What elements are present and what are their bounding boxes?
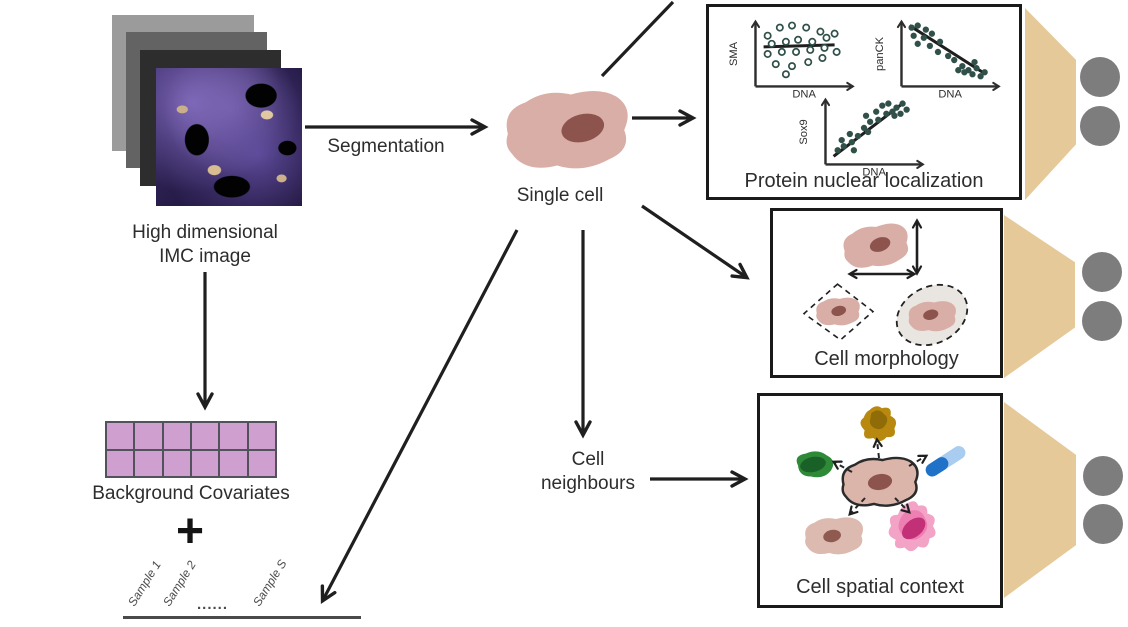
morphology-cell-ellipse-fit xyxy=(895,283,969,347)
imc-stack-label: High dimensional IMC image xyxy=(75,221,335,270)
morphology-cell-bracket xyxy=(802,283,875,341)
single-cell-label: Single cell xyxy=(516,185,604,206)
covariate-cell xyxy=(106,449,135,477)
covariate-cell xyxy=(219,422,248,450)
blue-cell-icon xyxy=(925,446,966,477)
sample-label-s: Sample S xyxy=(250,557,290,609)
scatter-dots xyxy=(908,22,988,80)
imc-microscopy-image xyxy=(156,68,302,206)
feature-node xyxy=(1082,301,1122,341)
scatter-ylabel: Sox9 xyxy=(798,119,810,144)
covariate-cell xyxy=(247,449,276,477)
cell-morphology-box: Cell morphology xyxy=(770,208,1003,378)
scatter-xlabel: DNA xyxy=(938,89,962,99)
gold-cell-icon xyxy=(860,406,897,442)
feature-node xyxy=(1082,252,1122,292)
arrow-cell-to-top xyxy=(600,0,675,78)
sample-label-1: Sample 1 xyxy=(125,558,164,609)
covariate-cell xyxy=(134,449,163,477)
covariates-grid xyxy=(105,421,277,478)
center-cell-icon xyxy=(841,456,919,507)
green-cell-icon xyxy=(796,451,834,478)
scatter-xlabel: DNA xyxy=(862,167,886,177)
funnel-morphology xyxy=(1004,215,1075,378)
segmentation-label: Segmentation xyxy=(327,136,445,157)
trend-line-negative xyxy=(908,24,984,74)
scatter-panck-dna: panCK DNA xyxy=(874,19,1001,99)
scatter-sma-dna: SMA DNA xyxy=(728,19,855,99)
imc-stack-label-line1: High dimensional xyxy=(132,222,278,243)
feature-node xyxy=(1080,57,1120,97)
spatial-box-title: Cell spatial context xyxy=(796,576,964,598)
covariate-cell xyxy=(162,422,191,450)
cell-neighbours-line2: neighbours xyxy=(540,473,636,495)
scatter-ylabel: panCK xyxy=(874,36,886,71)
pink-cell-icon xyxy=(888,501,936,552)
arrow-cell-to-samples xyxy=(320,229,519,605)
covariate-cell xyxy=(219,449,248,477)
covariate-cell xyxy=(134,422,163,450)
scatter-xlabel: DNA xyxy=(792,89,816,99)
feature-node xyxy=(1083,504,1123,544)
funnel-protein xyxy=(1025,8,1076,200)
scatter-dots xyxy=(763,21,841,79)
protein-box-title: Protein nuclear localization xyxy=(744,170,984,192)
scatter-ylabel: SMA xyxy=(728,41,740,66)
sample-label-2: Sample 2 xyxy=(160,558,199,609)
covariates-label: Background Covariates xyxy=(92,483,290,504)
feature-node xyxy=(1083,456,1123,496)
morphology-box-title: Cell morphology xyxy=(814,348,959,370)
cell-neighbours-label: Cell neighbours xyxy=(528,448,648,497)
single-cell-icon xyxy=(506,91,628,169)
scatter-dots xyxy=(834,100,910,154)
funnel-spatial xyxy=(1004,402,1076,598)
sample-table-topline xyxy=(123,616,361,619)
cell-spatial-context-box: Cell spatial context xyxy=(757,393,1003,608)
scatter-sox9-dna: Sox9 DNA xyxy=(798,97,925,177)
feature-node xyxy=(1080,106,1120,146)
covariate-cell xyxy=(191,422,220,450)
imc-stack-label-line2: IMC image xyxy=(159,246,251,268)
protein-localization-box: SMA DNA panCK DNA Sox9 DNA Protein nucle… xyxy=(706,4,1022,200)
covariate-cell xyxy=(162,449,191,477)
arrow-cell-to-morphology xyxy=(641,204,750,280)
plus-sign: + xyxy=(175,505,205,558)
covariate-cell xyxy=(247,422,276,450)
covariate-cell xyxy=(106,422,135,450)
morphology-cell-measured xyxy=(843,223,909,268)
sample-ellipsis: ...... xyxy=(197,596,229,613)
covariate-cell xyxy=(191,449,220,477)
neighbour-cell-icon xyxy=(805,517,864,555)
cell-neighbours-line1: Cell xyxy=(571,449,605,470)
